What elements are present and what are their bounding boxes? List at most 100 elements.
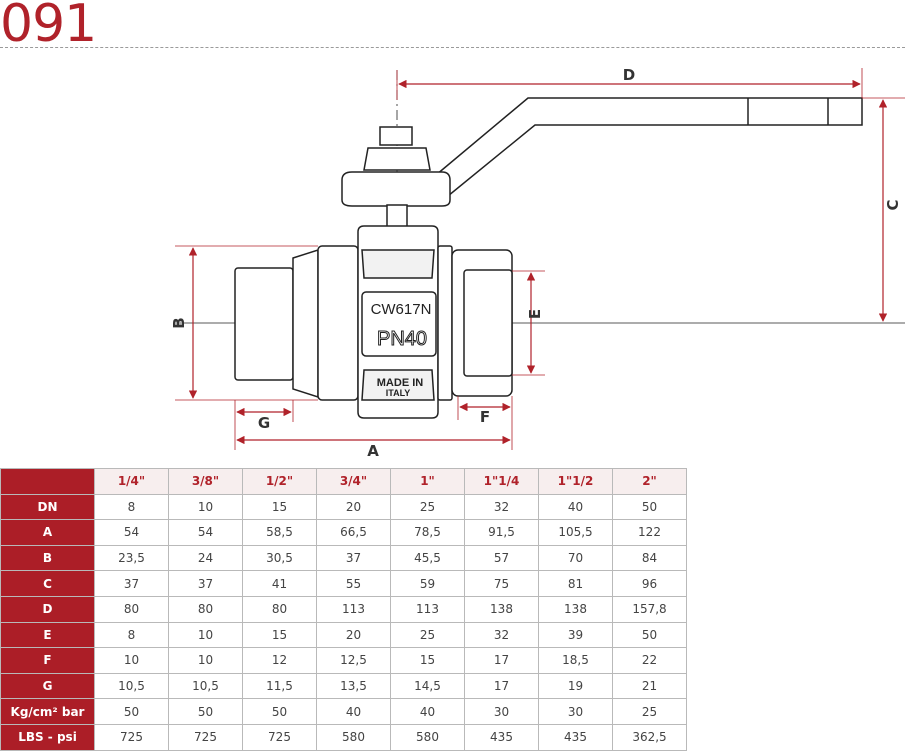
lever-handle: [428, 97, 863, 197]
table-cell: 78,5: [390, 519, 465, 546]
table-cell: 55: [316, 570, 391, 597]
table-cell: 96: [612, 570, 687, 597]
row-label: LBS - psi: [0, 723, 95, 751]
table-cell: 8: [94, 621, 169, 649]
pressure-mark: PN40: [377, 328, 427, 350]
table-cell: 20: [316, 621, 391, 649]
table-cell: 17: [464, 672, 539, 700]
valve-body: [234, 225, 513, 419]
table-cell: 22: [612, 647, 687, 674]
table-cell: 21: [612, 672, 687, 700]
table-cell: 50: [242, 698, 317, 725]
size-header: 1"1/4: [464, 468, 539, 495]
table-cell: 725: [168, 723, 243, 751]
table-cell: 25: [612, 698, 687, 725]
table-cell: 81: [538, 570, 613, 597]
table-cell: 10: [94, 647, 169, 674]
table-cell: 40: [538, 493, 613, 521]
table-cell: 12: [242, 647, 317, 674]
table-cell: 37: [94, 570, 169, 597]
table-cell: 17: [464, 647, 539, 674]
row-label: C: [0, 570, 95, 597]
table-cell: 75: [464, 570, 539, 597]
table-cell: 10,5: [168, 672, 243, 700]
table-cell: 8: [94, 493, 169, 521]
table-cell: 19: [538, 672, 613, 700]
product-code: 091: [0, 0, 97, 54]
table-cell: 10: [168, 647, 243, 674]
row-label: DN: [0, 493, 95, 521]
table-cell: 30: [538, 698, 613, 725]
valve-technical-drawing: CW617N PN40 MADE IN ITALY D C B E G F A: [170, 66, 905, 460]
table-cell: 37: [316, 544, 391, 572]
table-cell: 725: [94, 723, 169, 751]
table-cell: 15: [242, 621, 317, 649]
table-cell: 10: [168, 621, 243, 649]
dim-label-g: G: [258, 414, 270, 432]
size-header: 3/8": [168, 468, 243, 495]
table-cell: 435: [464, 723, 539, 751]
table-cell: 18,5: [538, 647, 613, 674]
table-cell: 15: [390, 647, 465, 674]
table-cell: 122: [612, 519, 687, 546]
table-cell: 138: [538, 595, 613, 623]
table-cell: 40: [316, 698, 391, 725]
table-cell: 14,5: [390, 672, 465, 700]
table-cell: 45,5: [390, 544, 465, 572]
material-mark: CW617N: [371, 301, 432, 318]
row-label: A: [0, 519, 95, 546]
table-cell: 70: [538, 544, 613, 572]
table-cell: 362,5: [612, 723, 687, 751]
table-cell: 157,8: [612, 595, 687, 623]
table-cell: 11,5: [242, 672, 317, 700]
table-cell: 58,5: [242, 519, 317, 546]
size-header: 2": [612, 468, 687, 495]
dim-label-d: D: [623, 66, 635, 84]
table-cell: 32: [464, 493, 539, 521]
header-divider: [0, 47, 905, 48]
table-cell: 54: [94, 519, 169, 546]
table-cell: 41: [242, 570, 317, 597]
table-cell: 580: [390, 723, 465, 751]
table-cell: 30: [464, 698, 539, 725]
table-cell: 37: [168, 570, 243, 597]
table-cell: 25: [390, 621, 465, 649]
table-cell: 80: [242, 595, 317, 623]
table-cell: 50: [612, 493, 687, 521]
dim-label-e: E: [526, 309, 544, 319]
table-cell: 32: [464, 621, 539, 649]
dimension-lines: [188, 79, 888, 445]
table-cell: 80: [94, 595, 169, 623]
table-corner: [0, 468, 95, 495]
table-cell: 435: [538, 723, 613, 751]
row-label: G: [0, 672, 95, 700]
size-header: 1": [390, 468, 465, 495]
table-cell: 50: [168, 698, 243, 725]
table-cell: 10: [168, 493, 243, 521]
table-cell: 50: [94, 698, 169, 725]
table-cell: 40: [390, 698, 465, 725]
size-header: 1/2": [242, 468, 317, 495]
table-cell: 66,5: [316, 519, 391, 546]
table-cell: 23,5: [94, 544, 169, 572]
table-cell: 113: [390, 595, 465, 623]
table-cell: 30,5: [242, 544, 317, 572]
table-cell: 15: [242, 493, 317, 521]
table-cell: 138: [464, 595, 539, 623]
table-cell: 59: [390, 570, 465, 597]
origin-mark-line1: MADE IN: [377, 377, 424, 389]
table-cell: 13,5: [316, 672, 391, 700]
origin-mark-line2: ITALY: [386, 388, 411, 398]
table-cell: 39: [538, 621, 613, 649]
row-label: D: [0, 595, 95, 623]
table-cell: 91,5: [464, 519, 539, 546]
table-cell: 20: [316, 493, 391, 521]
